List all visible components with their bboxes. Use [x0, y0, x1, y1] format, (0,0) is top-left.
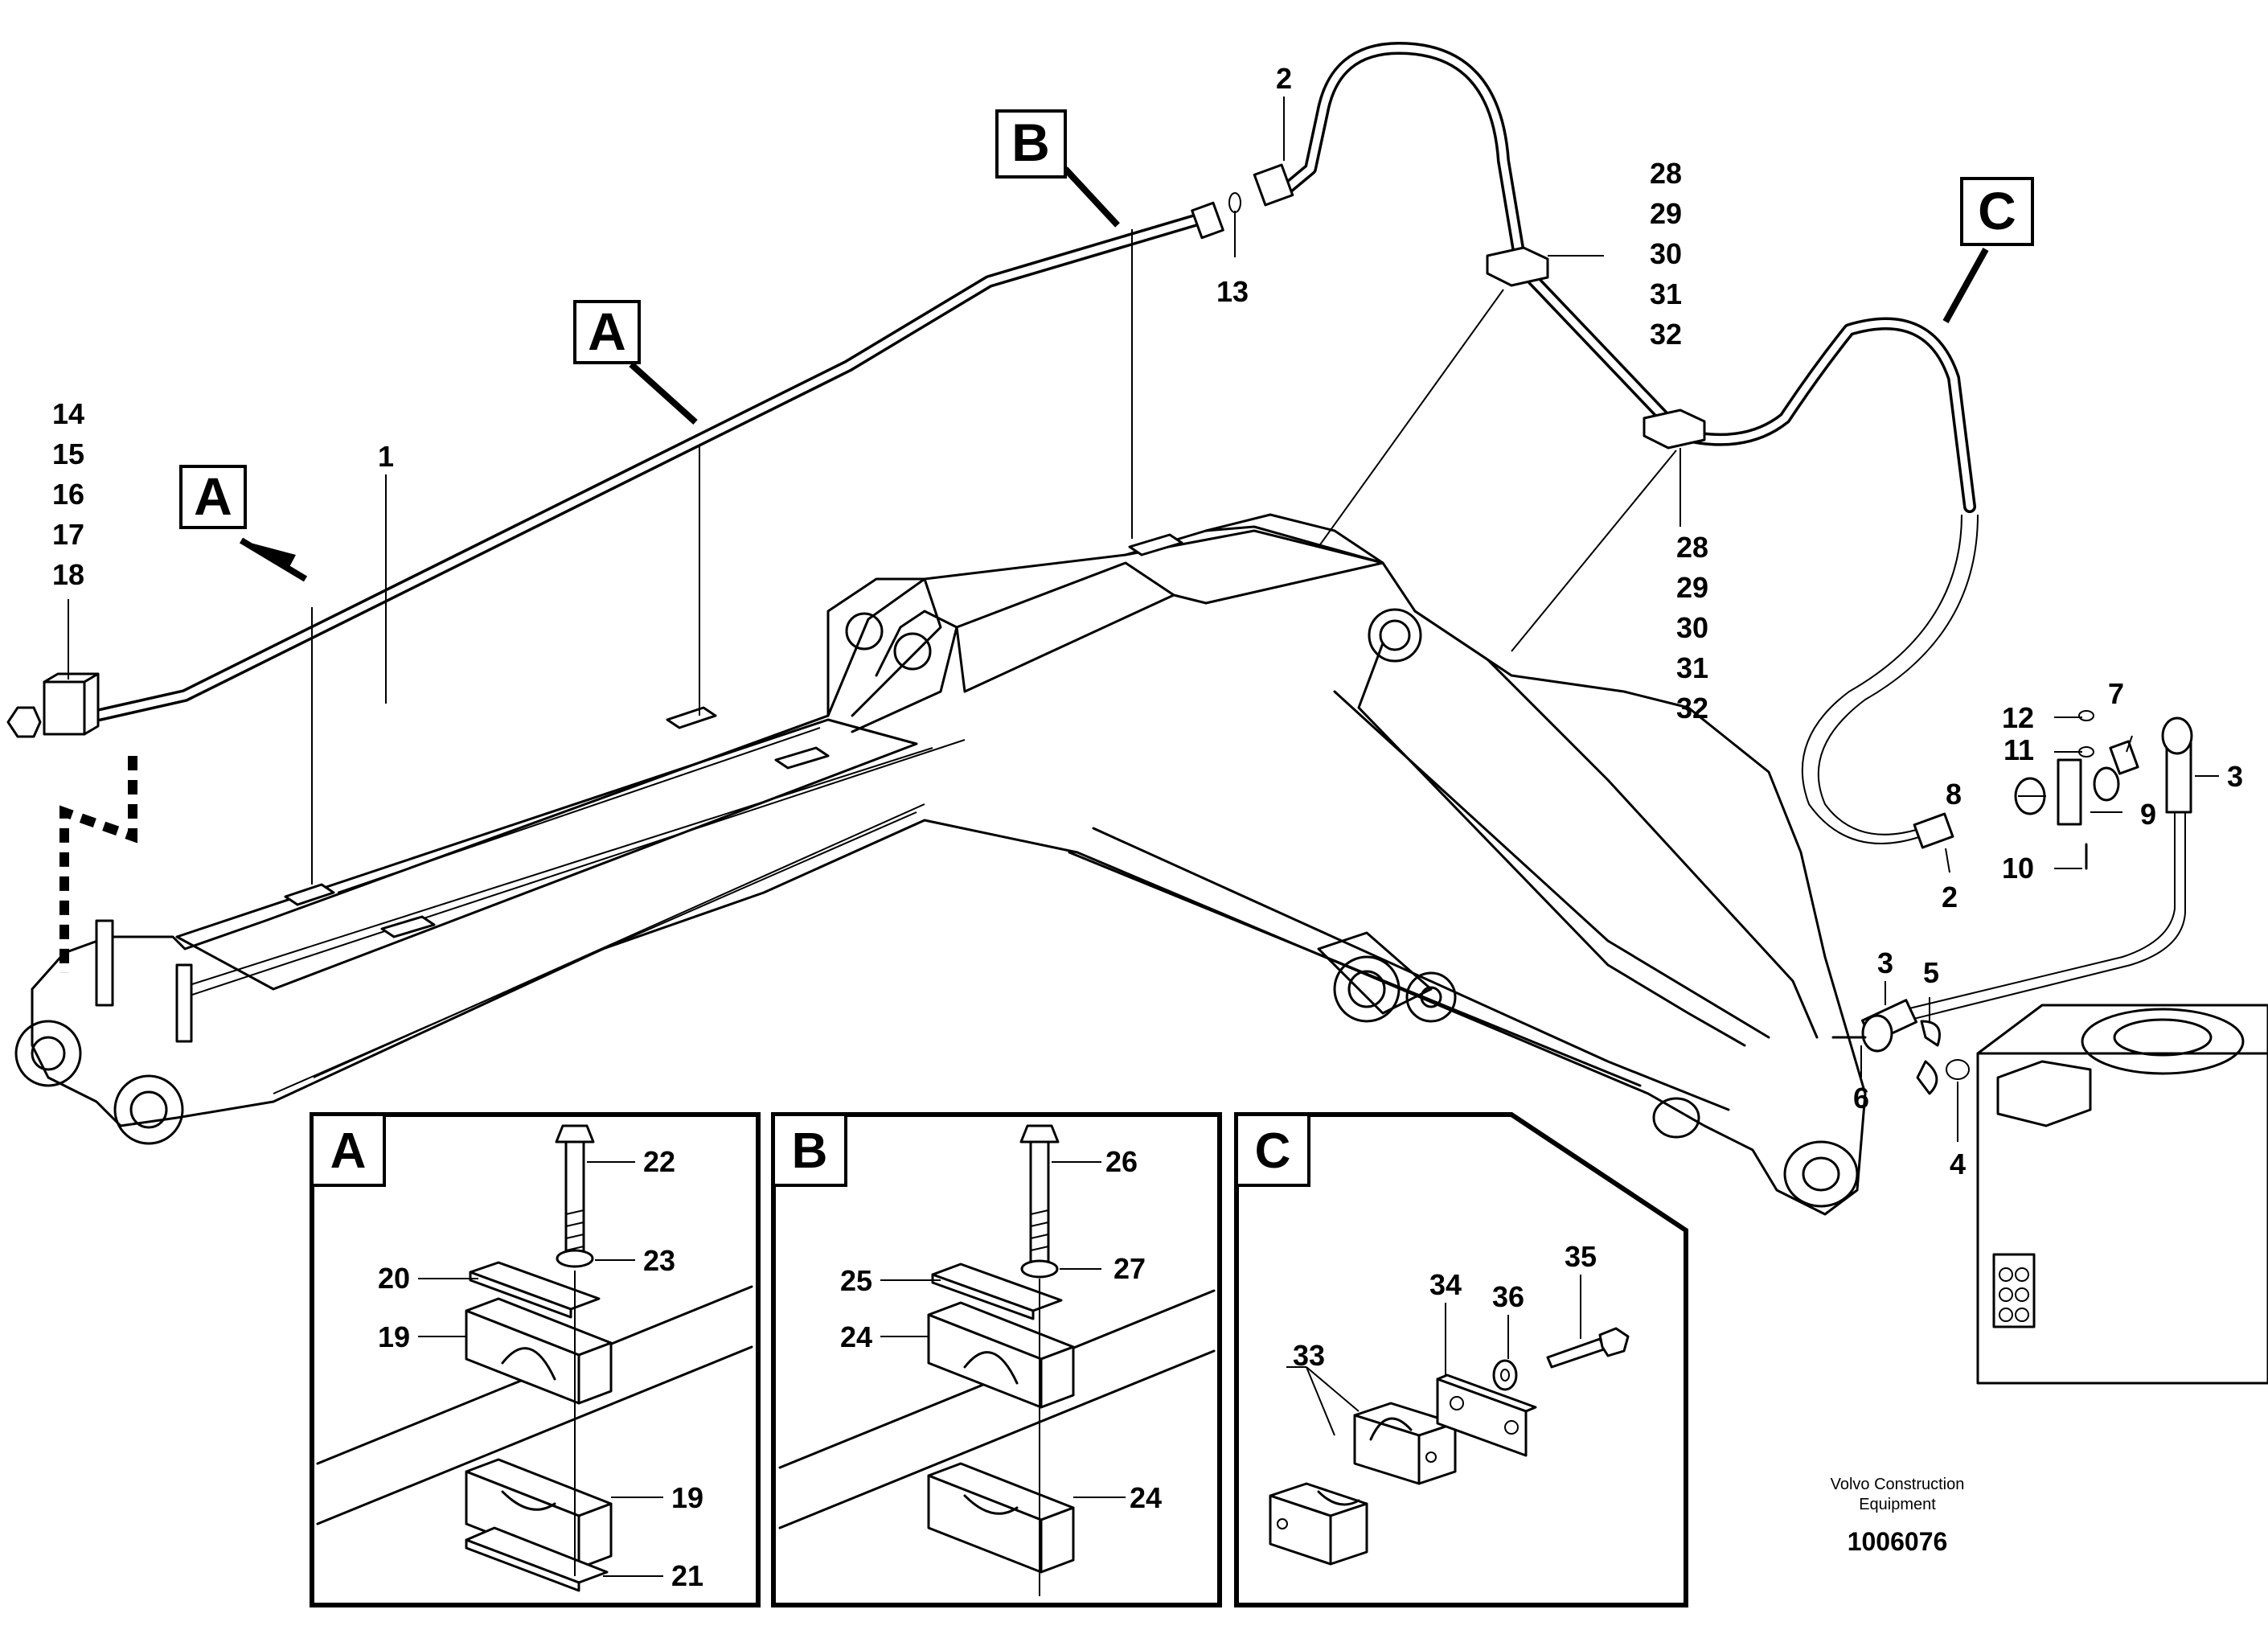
- inset-c-title: C: [1255, 1123, 1291, 1179]
- inset-a-part-19-top: 19: [378, 1320, 410, 1353]
- callout-a-left: A: [179, 465, 308, 582]
- inset-a-part-20: 20: [378, 1262, 410, 1295]
- label-11: 11: [2003, 733, 2034, 766]
- inset-b-part-24-bottom: 24: [1130, 1481, 1162, 1514]
- callout-b: B: [995, 109, 1120, 228]
- inset-b-part-26: 26: [1105, 1145, 1138, 1178]
- inset-b-title: B: [792, 1123, 828, 1179]
- leader-lines: [68, 96, 2219, 1142]
- label-6: 6: [1853, 1082, 1869, 1115]
- label-9: 9: [2140, 798, 2156, 831]
- inset-b-part-27: 27: [1113, 1252, 1146, 1285]
- inset-c-part-33: 33: [1293, 1339, 1325, 1372]
- label-5: 5: [1923, 956, 1939, 989]
- label-17: 17: [52, 518, 84, 551]
- inset-b: B 26 27 25 24 24: [771, 1112, 1222, 1607]
- label-29-top: 29: [1650, 197, 1682, 230]
- inset-a-title: A: [330, 1123, 367, 1179]
- callout-c-label: C: [1978, 181, 2016, 240]
- label-29-mid: 29: [1676, 571, 1708, 604]
- callout-a-label: A: [194, 466, 232, 526]
- inset-a-part-23: 23: [643, 1244, 675, 1277]
- label-2-right: 2: [1942, 881, 1958, 914]
- label-31-top: 31: [1650, 277, 1682, 310]
- part-numbers: 1 2 13 14 15 16 17 18 28 29 30 31 32 28 …: [52, 62, 2243, 1180]
- inset-a-part-19-bottom: 19: [671, 1481, 703, 1514]
- callout-a-mid: A: [573, 300, 698, 425]
- label-13: 13: [1216, 275, 1249, 308]
- label-14: 14: [52, 397, 84, 430]
- maker-name-line2: Equipment: [1859, 1496, 1936, 1513]
- label-2-top: 2: [1276, 62, 1292, 95]
- label-32-top: 32: [1650, 318, 1682, 351]
- footer: Volvo Construction Equipment 1006076: [1831, 1476, 1965, 1556]
- hydraulic-tank: [1976, 1004, 2268, 1385]
- inset-a: A 22 23: [310, 1112, 761, 1607]
- callout-a-label: A: [588, 302, 626, 361]
- label-28-top: 28: [1650, 157, 1682, 190]
- inset-c-part-36: 36: [1492, 1280, 1524, 1313]
- label-30-top: 30: [1650, 237, 1682, 270]
- inset-a-part-21: 21: [671, 1559, 703, 1592]
- inset-b-part-24-top: 24: [840, 1320, 872, 1353]
- fittings: [6, 163, 2193, 1095]
- label-3-upper: 3: [2227, 760, 2243, 793]
- label-10: 10: [2002, 852, 2034, 885]
- label-18: 18: [52, 558, 84, 591]
- inset-c-part-34: 34: [1429, 1268, 1462, 1301]
- inset-a-part-22: 22: [643, 1145, 675, 1178]
- callout-b-label: B: [1011, 113, 1050, 172]
- label-16: 16: [52, 478, 84, 511]
- callout-c: C: [1942, 177, 2034, 323]
- inset-b-part-25: 25: [840, 1264, 872, 1297]
- label-4: 4: [1950, 1148, 1966, 1180]
- inset-c-part-35: 35: [1565, 1240, 1597, 1273]
- label-12: 12: [2002, 701, 2034, 734]
- label-15: 15: [52, 437, 84, 470]
- label-30-mid: 30: [1676, 611, 1708, 644]
- label-8: 8: [1946, 778, 1962, 811]
- label-32-mid: 32: [1676, 692, 1708, 725]
- label-31-mid: 31: [1676, 651, 1708, 684]
- label-28-mid: 28: [1676, 531, 1708, 564]
- maker-name: Volvo Construction: [1831, 1476, 1965, 1493]
- label-3-lower: 3: [1877, 946, 1893, 979]
- inset-c: C 33 34 36 35: [1234, 1112, 1688, 1607]
- document-number: 1006076: [1848, 1527, 1948, 1556]
- label-1: 1: [378, 440, 394, 473]
- boom-structure: [14, 513, 1867, 1216]
- label-7: 7: [2108, 677, 2124, 710]
- hydraulic-lines: [54, 42, 2186, 1024]
